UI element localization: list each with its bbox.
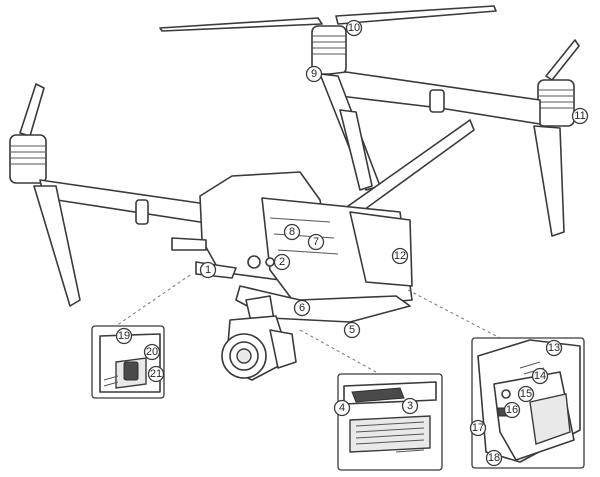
callout-9: 9 — [307, 67, 322, 82]
svg-text:15: 15 — [520, 388, 532, 400]
svg-text:10: 10 — [348, 22, 360, 34]
svg-text:12: 12 — [394, 250, 406, 262]
svg-text:16: 16 — [506, 404, 518, 416]
callout-14: 14 — [533, 369, 548, 384]
svg-text:14: 14 — [534, 370, 546, 382]
callout-15: 15 — [519, 387, 534, 402]
inset-center-mount — [338, 374, 442, 470]
svg-text:13: 13 — [548, 342, 560, 354]
svg-text:17: 17 — [472, 422, 484, 434]
callout-4: 4 — [335, 401, 350, 416]
svg-text:2: 2 — [279, 256, 285, 268]
callout-13: 13 — [547, 341, 562, 356]
svg-text:1: 1 — [205, 264, 211, 276]
callout-6: 6 — [295, 301, 310, 316]
callout-2: 2 — [275, 255, 290, 270]
motor-left — [10, 135, 46, 183]
callout-19: 19 — [117, 329, 132, 344]
callout-21: 21 — [149, 367, 164, 382]
svg-text:7: 7 — [313, 236, 319, 248]
inset-right-battery — [472, 338, 584, 468]
callout-1: 1 — [201, 263, 216, 278]
svg-text:20: 20 — [146, 346, 158, 358]
propeller-right — [546, 40, 579, 80]
callout-16: 16 — [505, 403, 520, 418]
callout-5: 5 — [345, 323, 360, 338]
svg-text:3: 3 — [407, 400, 413, 412]
svg-text:8: 8 — [289, 226, 295, 238]
callout-11: 11 — [573, 109, 588, 124]
svg-text:11: 11 — [574, 110, 585, 122]
callout-12: 12 — [393, 249, 408, 264]
callout-10: 10 — [347, 21, 362, 36]
svg-text:5: 5 — [349, 324, 355, 336]
callout-20: 20 — [145, 345, 160, 360]
svg-text:4: 4 — [339, 402, 345, 414]
svg-text:19: 19 — [118, 330, 130, 342]
callout-8: 8 — [285, 225, 300, 240]
callout-18: 18 — [487, 451, 502, 466]
svg-text:6: 6 — [299, 302, 305, 314]
propeller-left — [20, 84, 44, 136]
callout-17: 17 — [471, 421, 486, 436]
svg-text:9: 9 — [311, 68, 317, 80]
svg-text:21: 21 — [150, 368, 162, 380]
callout-7: 7 — [309, 235, 324, 250]
svg-text:18: 18 — [488, 452, 500, 464]
motor-right — [538, 80, 574, 126]
callout-3: 3 — [403, 399, 418, 414]
